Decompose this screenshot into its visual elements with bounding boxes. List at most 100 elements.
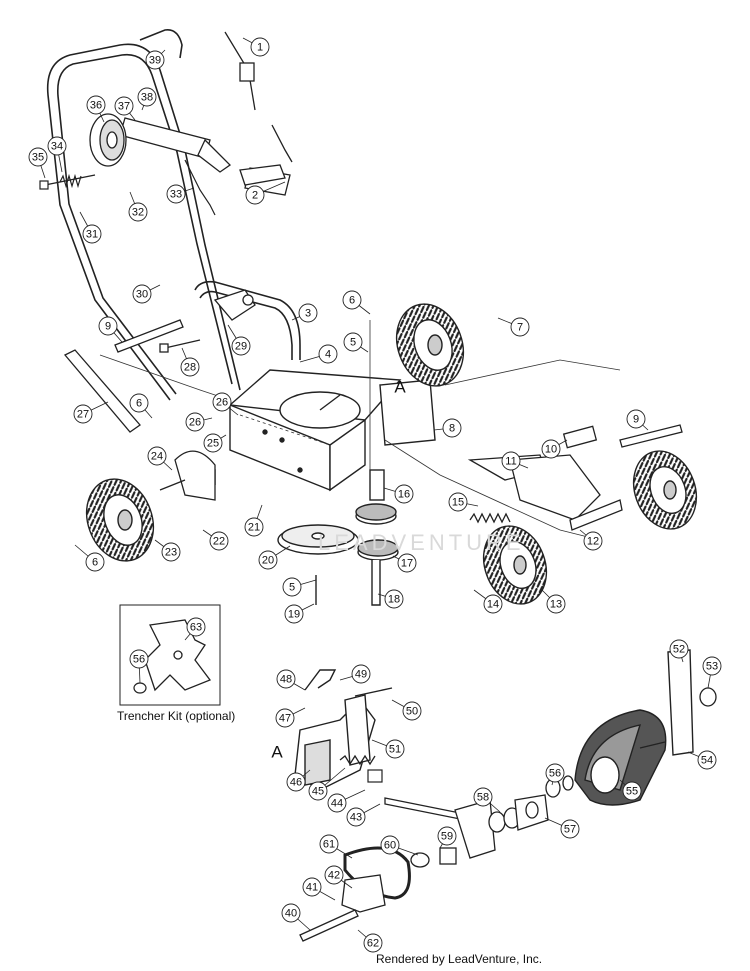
- handle-adjust-wheel: [89, 113, 127, 167]
- callout-number: 20: [262, 555, 274, 567]
- gearbox-42: [341, 874, 386, 913]
- callout-circle: [128, 202, 148, 222]
- callout-number: 56: [133, 654, 145, 666]
- callout-2: 2: [245, 181, 286, 205]
- cable-33: [184, 159, 216, 216]
- callout-circle: [442, 418, 462, 438]
- callout-number: 2: [252, 190, 258, 202]
- callout-number: 12: [587, 536, 599, 548]
- callout-15: 15: [448, 492, 479, 512]
- callout-number: 6: [136, 398, 142, 410]
- frame-deck: [200, 369, 402, 492]
- callout-circle: [129, 649, 149, 669]
- callout-circle: [318, 344, 338, 364]
- callout-circle: [363, 933, 383, 953]
- callout-circle: [402, 701, 422, 721]
- callout-number: 26: [216, 397, 228, 409]
- callout-7: 7: [497, 317, 530, 337]
- callout-number: 44: [331, 798, 343, 810]
- callout-number: 52: [673, 644, 685, 656]
- callout-circle: [560, 819, 580, 839]
- callout-16: 16: [383, 484, 414, 504]
- callout-circle: [114, 96, 134, 116]
- callout-48: 48: [276, 669, 306, 691]
- callout-circle: [397, 553, 417, 573]
- callout-number: 47: [279, 713, 291, 725]
- callout-number: 23: [165, 547, 177, 559]
- callout-circle: [286, 772, 306, 792]
- idler-spring: [469, 512, 511, 524]
- callout-number: 14: [487, 599, 499, 611]
- callout-number: 31: [86, 229, 98, 241]
- bolt-50: [354, 687, 393, 697]
- callout-number: 10: [545, 444, 557, 456]
- callout-30: 30: [132, 284, 161, 304]
- axle-tubes: [114, 319, 683, 448]
- callout-circle: [145, 50, 165, 70]
- callout-circle: [546, 594, 566, 614]
- callout-number: 54: [701, 755, 713, 767]
- callout-number: 56: [549, 768, 561, 780]
- callout-54: 54: [687, 750, 717, 770]
- callout-circle: [483, 594, 503, 614]
- spring-and-bolt: [39, 173, 96, 190]
- reference-letter-a: A: [394, 378, 406, 397]
- bushing-44: [367, 769, 383, 783]
- callout-number: 40: [285, 908, 297, 920]
- callout-8: 8: [433, 418, 462, 438]
- callout-number: 36: [90, 100, 102, 112]
- callout-circle: [275, 708, 295, 728]
- callout-number: 61: [323, 839, 335, 851]
- wheel-bottom-center: [482, 525, 548, 605]
- callout-circle: [622, 781, 642, 801]
- callout-43: 43: [346, 803, 381, 827]
- callout-9: 9: [626, 409, 649, 431]
- callout-13: 13: [541, 589, 566, 614]
- callout-number: 43: [350, 812, 362, 824]
- depth-lever: [63, 349, 141, 433]
- callout-circle: [82, 224, 102, 244]
- callout-circle: [473, 787, 493, 807]
- callout-number: 49: [355, 669, 367, 681]
- callout-circle: [47, 136, 67, 156]
- callout-number: 5: [350, 337, 356, 349]
- callout-10: 10: [541, 439, 568, 459]
- callout-32: 32: [128, 191, 148, 222]
- callout-number: 9: [105, 321, 111, 333]
- callout-circle: [137, 87, 157, 107]
- callout-number: 13: [550, 599, 562, 611]
- wheel-right: [632, 450, 698, 530]
- callout-33: 33: [166, 184, 195, 204]
- bolt-40: [299, 909, 359, 942]
- callout-4: 4: [299, 344, 338, 364]
- lift-handle: [304, 669, 337, 691]
- callout-circle: [180, 357, 200, 377]
- callout-circle: [351, 664, 371, 684]
- callout-circle: [298, 303, 318, 323]
- callout-circle: [73, 404, 93, 424]
- callout-number: 32: [132, 207, 144, 219]
- callout-number: 5: [289, 582, 295, 594]
- callout-circle: [342, 290, 362, 310]
- callout-circle: [702, 656, 722, 676]
- callout-44: 44: [327, 789, 366, 813]
- callout-circle: [250, 37, 270, 57]
- callout-53: 53: [702, 656, 722, 689]
- callout-number: 46: [290, 777, 302, 789]
- callout-number: 16: [398, 489, 410, 501]
- callout-number: 22: [213, 536, 225, 548]
- callout-46: 46: [286, 769, 311, 792]
- handle-bracket: [119, 117, 291, 196]
- callout-circle: [437, 826, 457, 846]
- callout-circle: [276, 669, 296, 689]
- callout-number: 25: [207, 438, 219, 450]
- callout-19: 19: [284, 603, 315, 624]
- callout-35: 35: [28, 147, 48, 179]
- callout-circle: [545, 763, 565, 783]
- callout-number: 41: [306, 882, 318, 894]
- callout-number: 30: [136, 289, 148, 301]
- callout-9: 9: [98, 316, 123, 343]
- callout-26: 26: [212, 392, 239, 416]
- callout-circle: [282, 577, 302, 597]
- callout-55: 55: [619, 779, 642, 801]
